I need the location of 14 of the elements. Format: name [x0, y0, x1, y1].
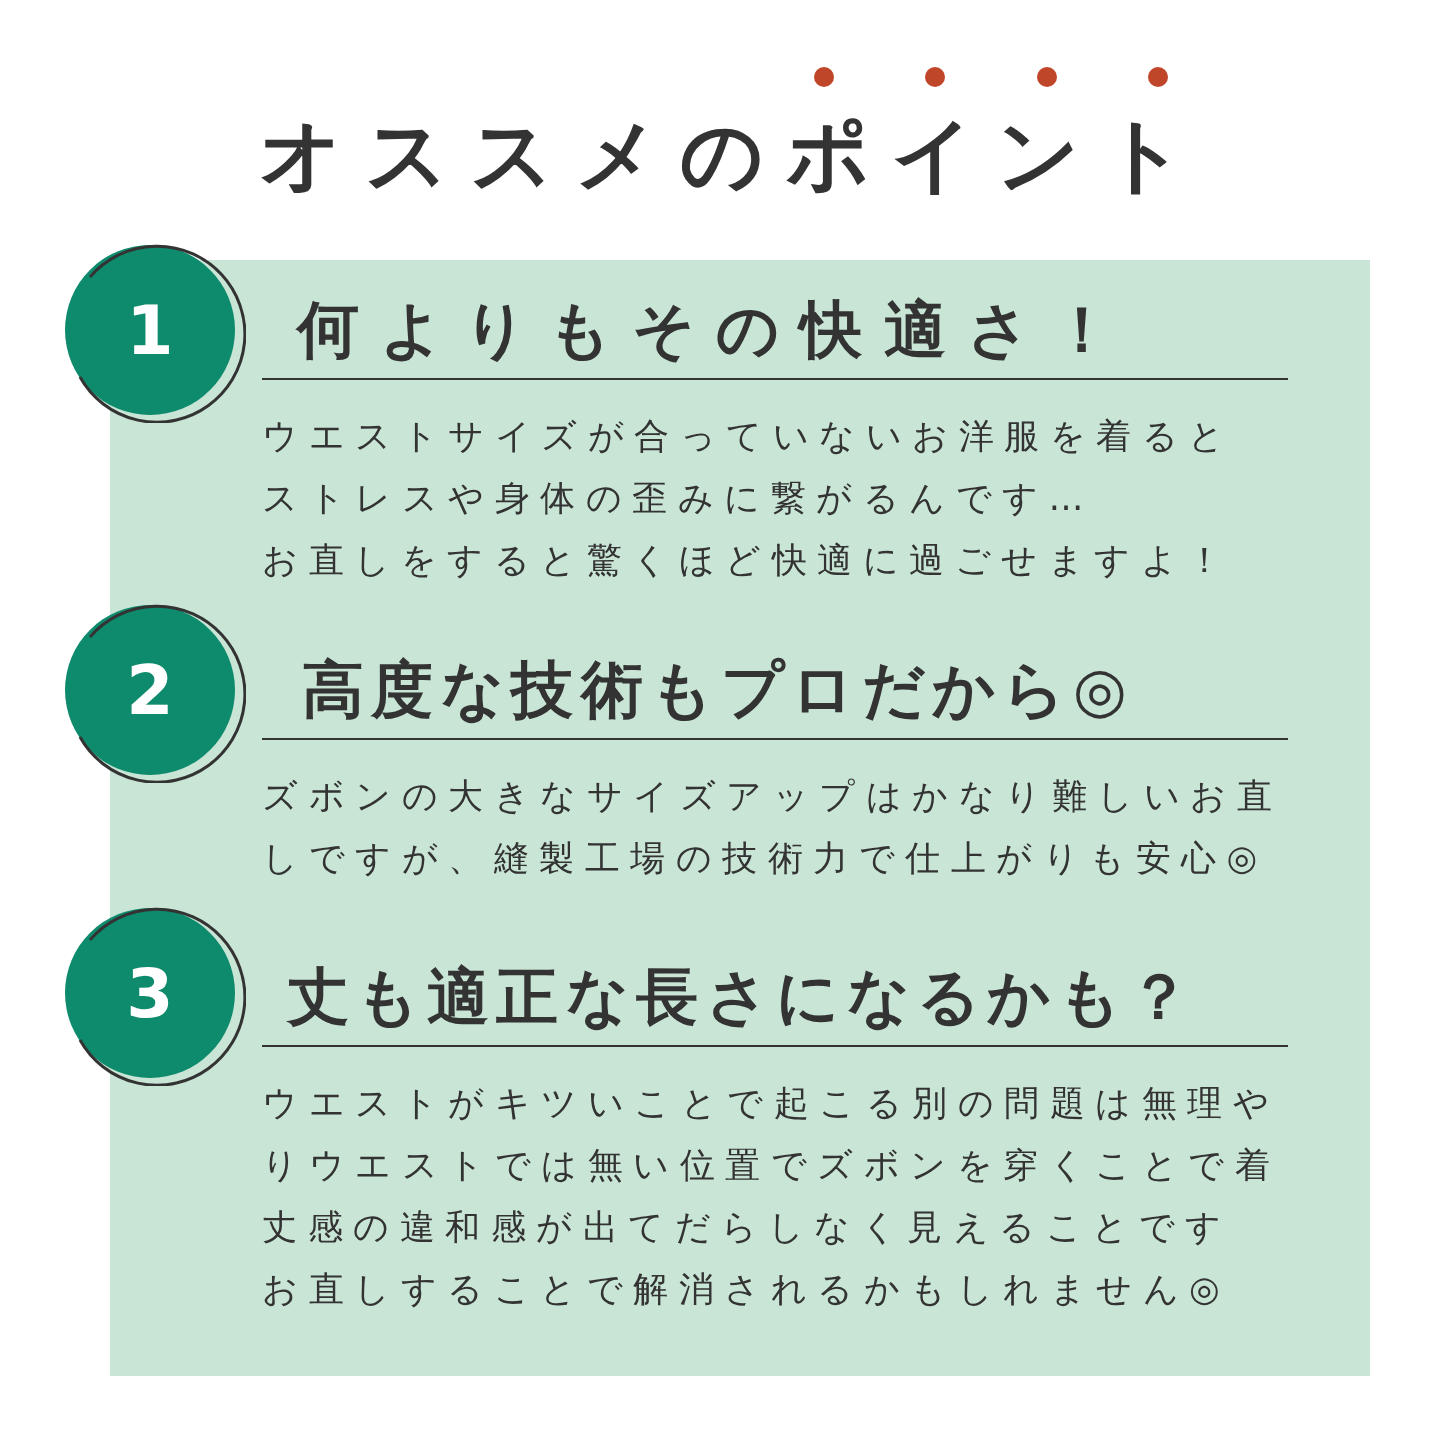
section-heading: 何よりもその快適さ！	[262, 280, 1288, 380]
body-text: お直しすることで解消されるかもしれません◎	[262, 1268, 1232, 1311]
body-text: ズボンの大きなサイズアップはかなり難しいお直しですが、縫製工場の技術力で仕上がりも安心◎	[262, 775, 1283, 880]
body-text: ストレスや身体の歪みに繋がるんです…	[262, 477, 1095, 520]
step-number: 1	[126, 290, 174, 370]
section-heading: 高度な技術もプロだから◎	[262, 640, 1288, 740]
body-text: ウエストサイズが合っていないお洋服を着ると	[262, 415, 1236, 458]
body-text: ウエストがキツいことで起こる別の問題は無理やりウエストでは無い位置でズボンを穿くことで着丈感の違和感が出てだらしなく見えることです	[262, 1082, 1281, 1249]
title: オススメのポイント	[258, 106, 1209, 204]
panel-background	[110, 260, 1370, 1376]
step-number: 2	[126, 650, 174, 730]
step-number: 3	[126, 953, 174, 1033]
body-text: お直しをすると驚くほど快適に過ごせますよ！	[262, 539, 1234, 582]
section-heading: 丈も適正な長さになるかも？	[262, 947, 1288, 1047]
